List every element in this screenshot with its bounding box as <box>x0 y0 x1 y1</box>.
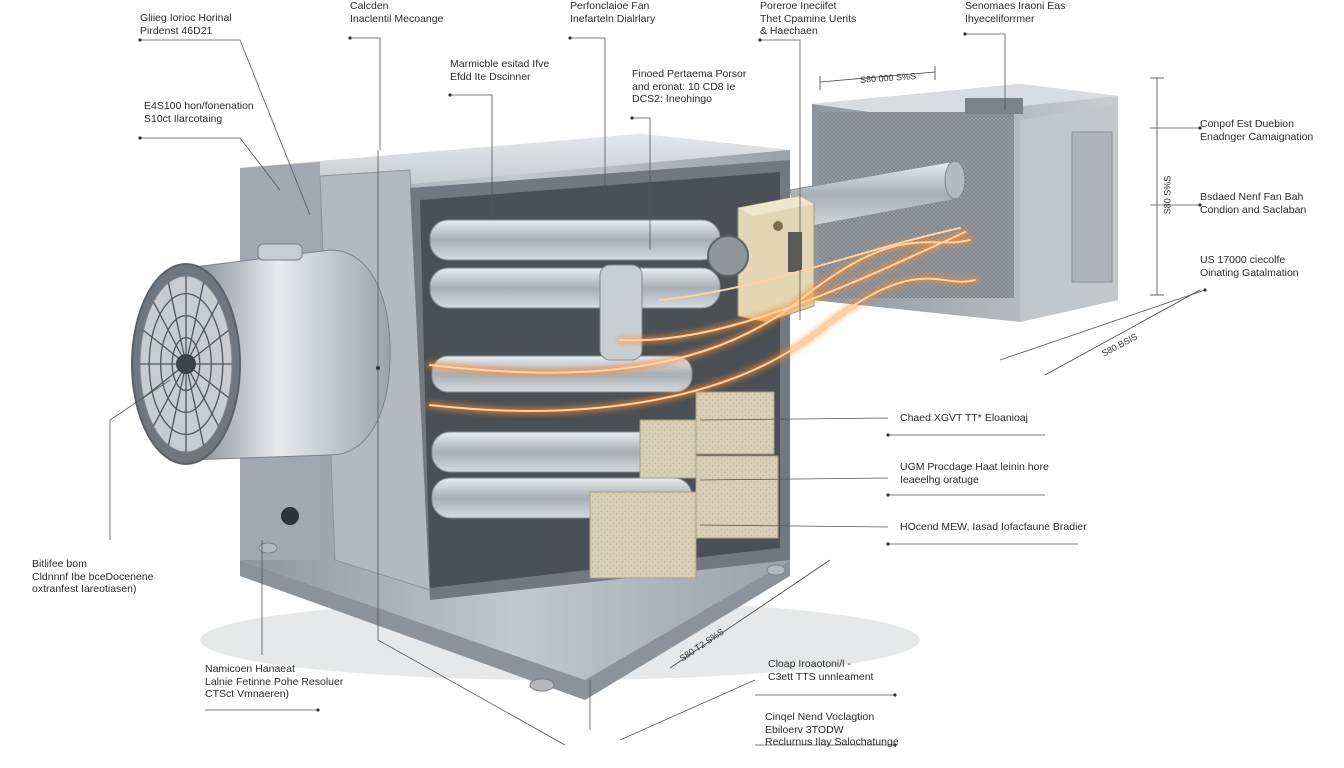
dimension-lines <box>669 66 1201 669</box>
label-line: Lalnie Fetinne Pohe Resoluer <box>205 675 344 688</box>
label-line: Bsdaed Nenf Fan Bah <box>1200 191 1304 203</box>
label-line: Efdd Ite Dscinner <box>450 70 531 83</box>
fan-grille-ring <box>171 336 201 392</box>
label-line: Inaclentil Mecoange <box>350 12 444 25</box>
fan-grille-spoke <box>167 363 187 446</box>
label-line: CTSct Vmnaeren) <box>205 688 290 700</box>
fan-hub <box>176 354 196 374</box>
label-line: Perfonclaioe Fan <box>570 0 650 12</box>
label-line: Conpof Est Duebion <box>1200 118 1294 130</box>
label-line: & Haechaen <box>760 25 818 37</box>
label-line: DCS2: Ineohingo <box>632 93 712 105</box>
label-line: Bitlifee bom <box>32 558 87 570</box>
label-line: Finoed Pertaema Porsor <box>632 68 747 80</box>
label-cloap-iroaotoni: Cloap Iroaotoni/l -C3ett TTS unnleament <box>768 658 873 683</box>
fan-grille-ring <box>148 292 224 436</box>
label-line: Cloap Iroaotoni/l - <box>768 658 851 670</box>
label-line: oxtranfest Iareotiasen) <box>32 583 137 595</box>
heat-flow-lines <box>427 227 978 414</box>
label-line: Reclurnus Ilay Salochatunge <box>765 736 899 748</box>
label-line: Namicoen Hanaeat <box>205 663 295 675</box>
label-line: Enadnger Camaignation <box>1200 130 1314 143</box>
label-line: and eronat: 10 CD8 Ie <box>632 80 736 93</box>
label-line: Oinating Gatalmation <box>1200 266 1299 279</box>
label-line: Inefarteln Dialrlary <box>570 12 656 25</box>
label-chaed-xgvt: Chaed XGVT TT* Eloanioaj <box>900 412 1028 425</box>
label-line: Ihyeceliforrmer <box>965 12 1035 25</box>
label-line: UGM Procdage Haat leinin hore <box>900 461 1049 473</box>
fan-grille-spoke <box>167 282 187 365</box>
fan-grille-spoke <box>185 282 205 365</box>
label-line: HOcend MEW, Iasad Iofacfaune Bradier <box>900 521 1087 533</box>
label-line: Pirdenst 46D21 <box>140 24 213 37</box>
label-line: Marmicble esitad Ifve <box>450 58 550 70</box>
insulation-blocks <box>589 391 779 579</box>
label-line: Cldnnnf Ibe bceDocenene <box>32 570 154 583</box>
label-line: Ieaeelhg oratuge <box>900 473 979 486</box>
fan-grille <box>140 276 232 452</box>
cabinet-feet <box>258 542 786 692</box>
dimension-box-height: S80 S%S <box>1162 175 1173 215</box>
label-hocend-mew: HOcend MEW, Iasad Iofacfaune Bradier <box>900 521 1087 534</box>
label-line: S10ct Ilarcotaing <box>144 112 223 125</box>
fan-grille-spoke <box>185 363 220 427</box>
label-line: Thet Cpamine Uerits <box>760 12 857 25</box>
drain-plug <box>281 507 299 525</box>
label-line: US 17000 ciecolfe <box>1200 254 1286 266</box>
label-line: Ebiloerv 3TODW <box>765 723 844 736</box>
leader-dots <box>138 32 1207 747</box>
label-line: Gliieg Iorioc Horinal <box>140 12 232 24</box>
leader-lines <box>109 33 1206 746</box>
fan-grille-ring <box>160 314 212 414</box>
fan-grille-spoke <box>152 363 187 427</box>
fan-mount-handle <box>257 243 303 261</box>
label-line: Cinqel Nend Voclagtion <box>765 711 875 723</box>
label-line: Condion and Saclaban <box>1200 203 1307 216</box>
label-line: Calcden <box>350 0 389 12</box>
motor-pulley <box>707 235 749 277</box>
label-line: Senomaes Iraoni Eas <box>965 0 1066 12</box>
label-line: Chaed XGVT TT* Eloanioaj <box>900 412 1029 424</box>
label-line: Poreroe Ineciifet <box>760 0 837 12</box>
fan-grille-spoke <box>185 363 205 446</box>
fan-grille-spoke <box>185 301 220 365</box>
fan-grille-spoke <box>152 301 187 365</box>
label-line: C3ett TTS unnleament <box>768 670 874 683</box>
label-line: E4S100 hon/fonenation <box>144 100 254 112</box>
